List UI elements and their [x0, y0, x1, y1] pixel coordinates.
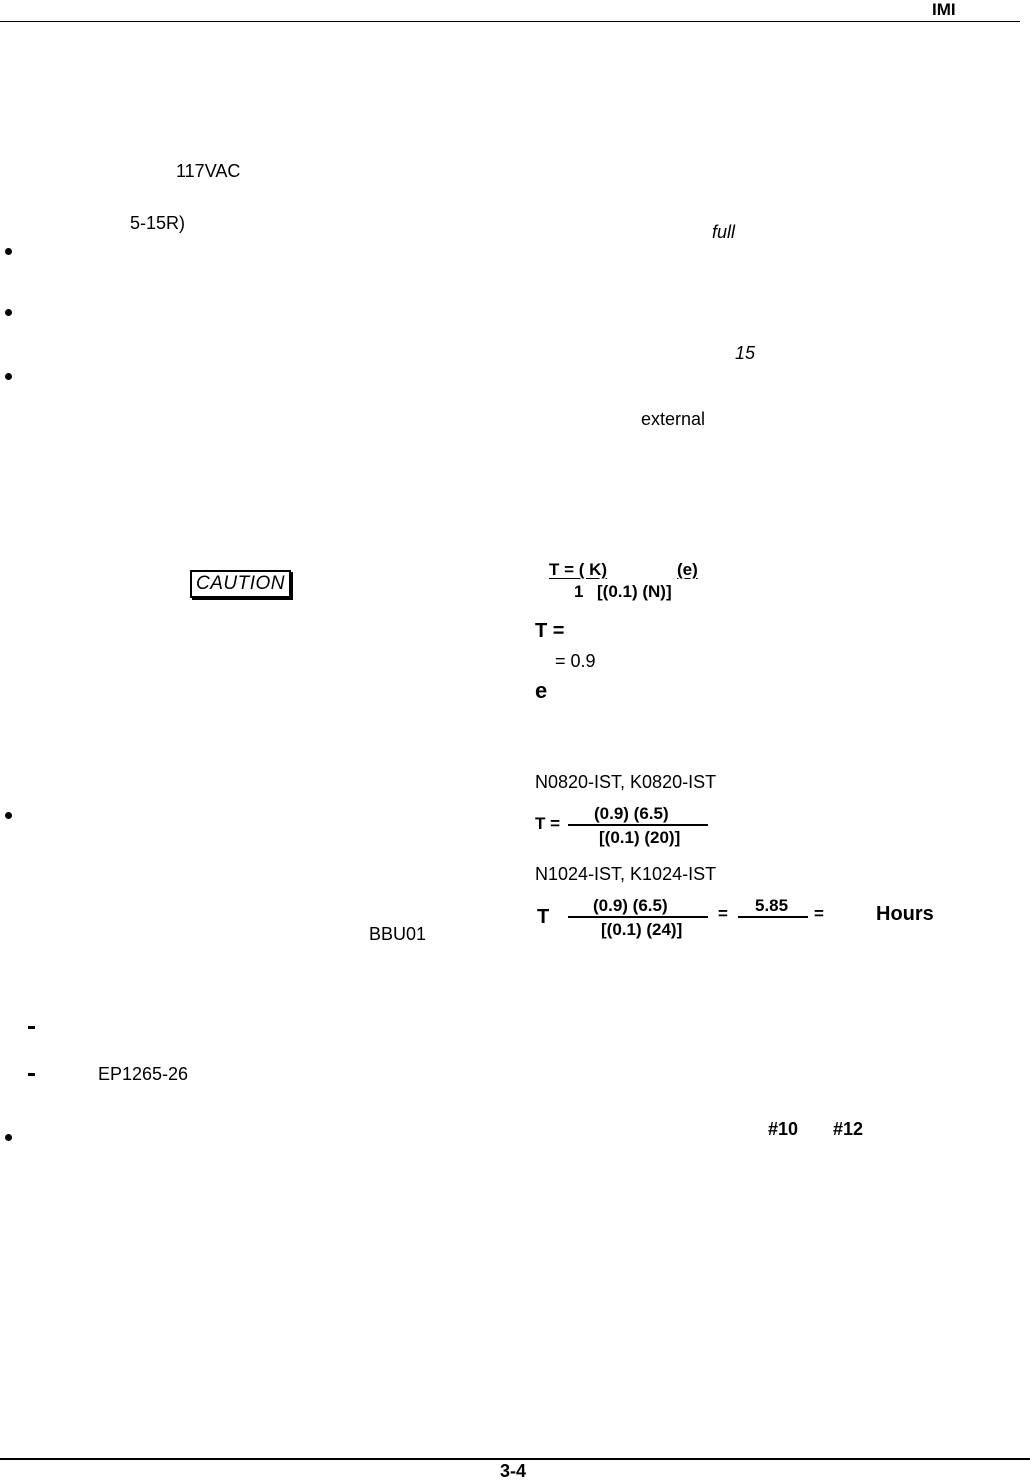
k-value: = 0.9 — [555, 651, 596, 671]
t-definition: T = — [535, 620, 565, 642]
page-number: 3-4 — [500, 1461, 527, 1481]
wire-gauge-12: #12 — [833, 1119, 864, 1139]
example2-fraction-line — [568, 916, 708, 918]
formula-e: (e) — [677, 560, 698, 579]
bullet-4 — [5, 812, 12, 819]
footer-rule — [0, 1458, 1030, 1460]
wire-gauge-10: #10 — [768, 1119, 799, 1139]
example1-models: N0820-IST, K0820-IST — [535, 772, 717, 792]
example1-fraction-line — [568, 824, 708, 826]
number-15: 15 — [735, 343, 756, 363]
example2-models: N1024-IST, K1024-IST — [535, 864, 717, 884]
example2-denominator: [(0.1) (24)] — [601, 920, 683, 939]
e-definition: e — [535, 678, 548, 703]
bullet-5 — [5, 1134, 12, 1141]
word-external: external — [641, 409, 706, 429]
formula-top: T = ( K) — [549, 560, 608, 579]
example1-numerator: (0.9) (6.5) — [594, 804, 669, 823]
bullet-1 — [5, 248, 12, 255]
formula-denominator: [(0.1) (N)] — [597, 582, 672, 601]
header-rule — [0, 21, 1020, 22]
dash-2 — [28, 1073, 35, 1076]
bbu-model: BBU01 — [369, 924, 427, 944]
formula-one: 1 — [574, 582, 584, 601]
caution-label: CAUTION — [190, 570, 291, 598]
example2-numerator: (0.9) (6.5) — [593, 896, 668, 915]
receptacle-text: 5-15R) — [130, 213, 186, 233]
example2-equals-2: = — [814, 904, 824, 923]
example2-equals-1: = — [718, 904, 728, 923]
bullet-3 — [5, 373, 12, 380]
header-brand: IMI — [932, 0, 956, 19]
example2-result: 5.85 — [755, 896, 789, 915]
example2-result-line — [738, 916, 808, 918]
dash-1 — [28, 1026, 35, 1029]
bullet-2 — [5, 309, 12, 316]
ep-part-number: EP1265-26 — [98, 1064, 189, 1084]
example2-t: T — [537, 906, 550, 928]
example1-denominator: [(0.1) (20)] — [599, 828, 681, 847]
voltage-text: 117VAC — [176, 161, 241, 181]
example1-t: T = — [535, 814, 561, 833]
word-full: full — [712, 222, 736, 242]
example2-unit: Hours — [876, 903, 934, 925]
